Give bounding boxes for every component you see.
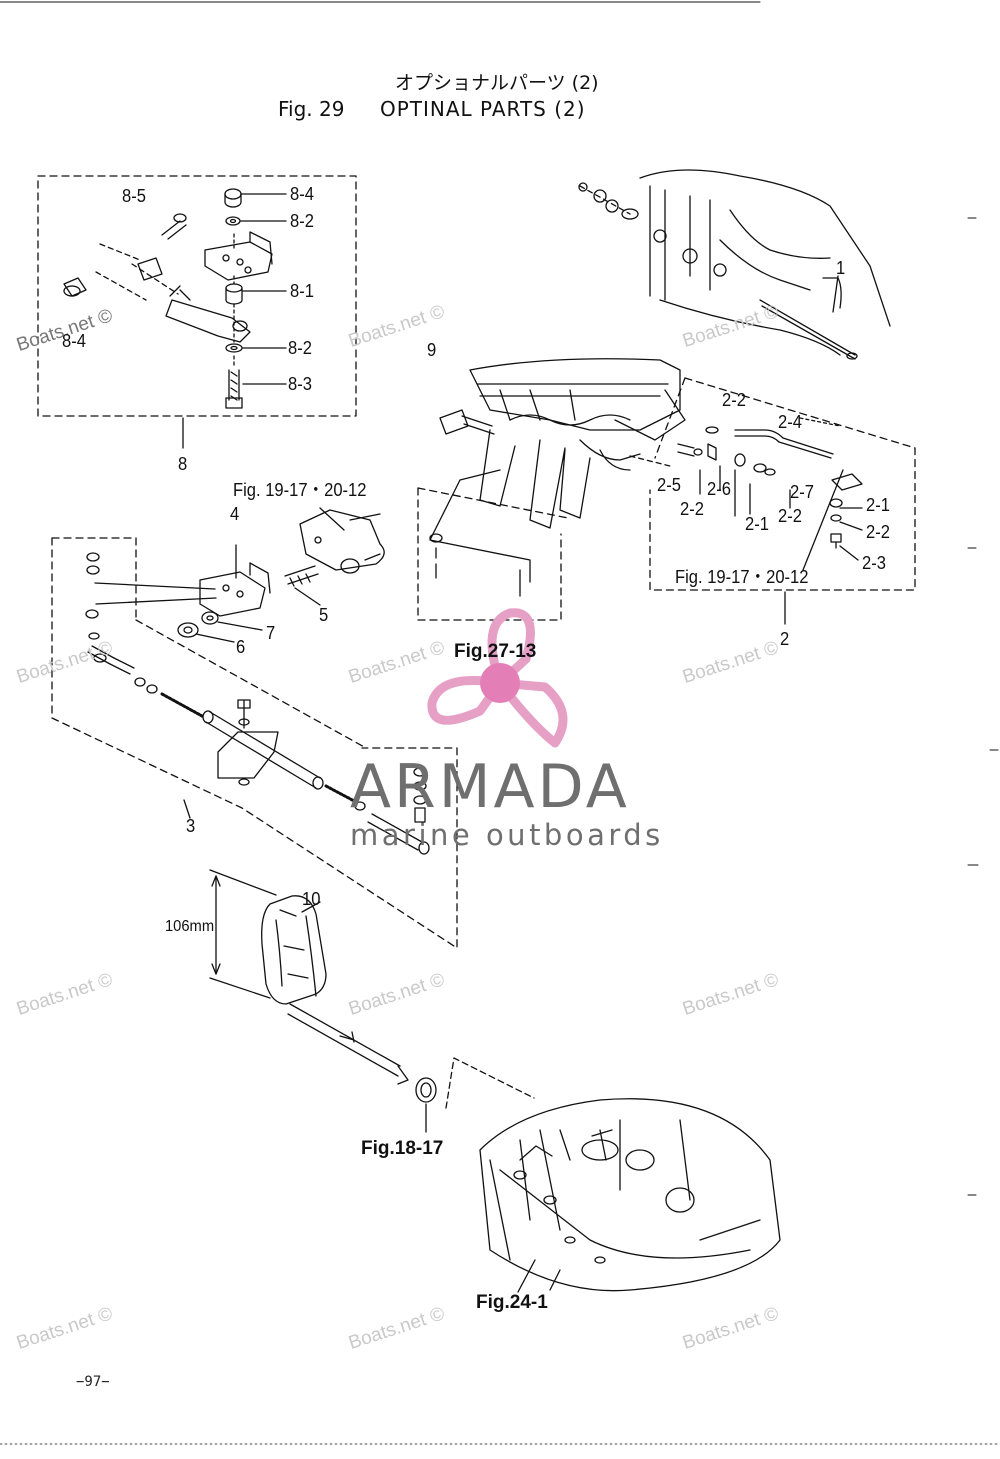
group-8-outline <box>37 175 357 417</box>
callout-8-5: 8-5 <box>122 186 146 206</box>
callout-9: 9 <box>427 340 437 360</box>
ref-fig-19-17-right: Fig. 19-17・20-12 <box>675 567 809 587</box>
propeller-hub <box>480 663 520 703</box>
callout-2-4: 2-4 <box>778 412 802 432</box>
callout-8-4: 8-4 <box>62 331 86 351</box>
callout-2-3: 2-3 <box>862 553 886 573</box>
callout-2-1: 2-1 <box>866 495 890 515</box>
figure-number: Fig. 29 <box>278 97 345 121</box>
page-number: −97− <box>76 1374 110 1390</box>
callout-2-6: 2-6 <box>707 479 731 499</box>
dimension-106mm <box>209 869 277 999</box>
callout-8: 8 <box>178 454 188 474</box>
group-2-parts <box>677 417 863 571</box>
callout-10: 10 <box>302 889 321 909</box>
callout-2-1: 2-1 <box>745 514 769 534</box>
group-2-outline <box>649 377 916 591</box>
ref-fig-19-17-top: Fig. 19-17・20-12 <box>233 480 367 500</box>
callout-3: 3 <box>186 816 196 836</box>
title-japanese: オプショナルパーツ (2) <box>395 72 599 94</box>
callout-2: 2 <box>780 629 790 649</box>
callout-1: 1 <box>836 258 846 278</box>
engine-upper-right <box>578 169 891 360</box>
fig-27-13-outline <box>417 487 569 621</box>
armada-propeller-logo <box>427 608 568 748</box>
callout-2-2: 2-2 <box>866 522 890 542</box>
engine-middle-mount <box>429 358 686 597</box>
callout-8-2: 8-2 <box>288 338 312 358</box>
callout-8-3: 8-3 <box>288 374 312 394</box>
group-3-parts <box>85 544 430 855</box>
ref-fig-18-17: Fig.18-17 <box>361 1138 444 1159</box>
callout-2-5: 2-5 <box>657 475 681 495</box>
callout-5: 5 <box>319 605 329 625</box>
callout-2-2: 2-2 <box>680 499 704 519</box>
callout-2-7: 2-7 <box>790 482 814 502</box>
callout-8-1: 8-1 <box>290 281 314 301</box>
ref-fig-27-13: Fig.27-13 <box>454 641 537 662</box>
callout-2-2: 2-2 <box>722 390 746 410</box>
brand-tagline: marine outboards <box>350 818 664 852</box>
group-8-parts <box>63 188 287 409</box>
title-english: OPTINAL PARTS (2) <box>380 97 586 121</box>
callout-2-2: 2-2 <box>778 506 802 526</box>
group-3-outline <box>51 537 458 949</box>
fig19-bracket <box>284 509 385 587</box>
callout-8-2: 8-2 <box>290 211 314 231</box>
lower-engine <box>479 1098 781 1292</box>
dimension-label: 106mm <box>165 918 215 935</box>
callout-4: 4 <box>230 504 240 524</box>
tiller-handle <box>261 895 535 1133</box>
ref-fig-24-1: Fig.24-1 <box>476 1292 548 1313</box>
callout-7: 7 <box>266 623 276 643</box>
callout-8-4: 8-4 <box>290 184 314 204</box>
callout-6: 6 <box>236 637 246 657</box>
brand-name: ARMADA <box>350 752 630 822</box>
